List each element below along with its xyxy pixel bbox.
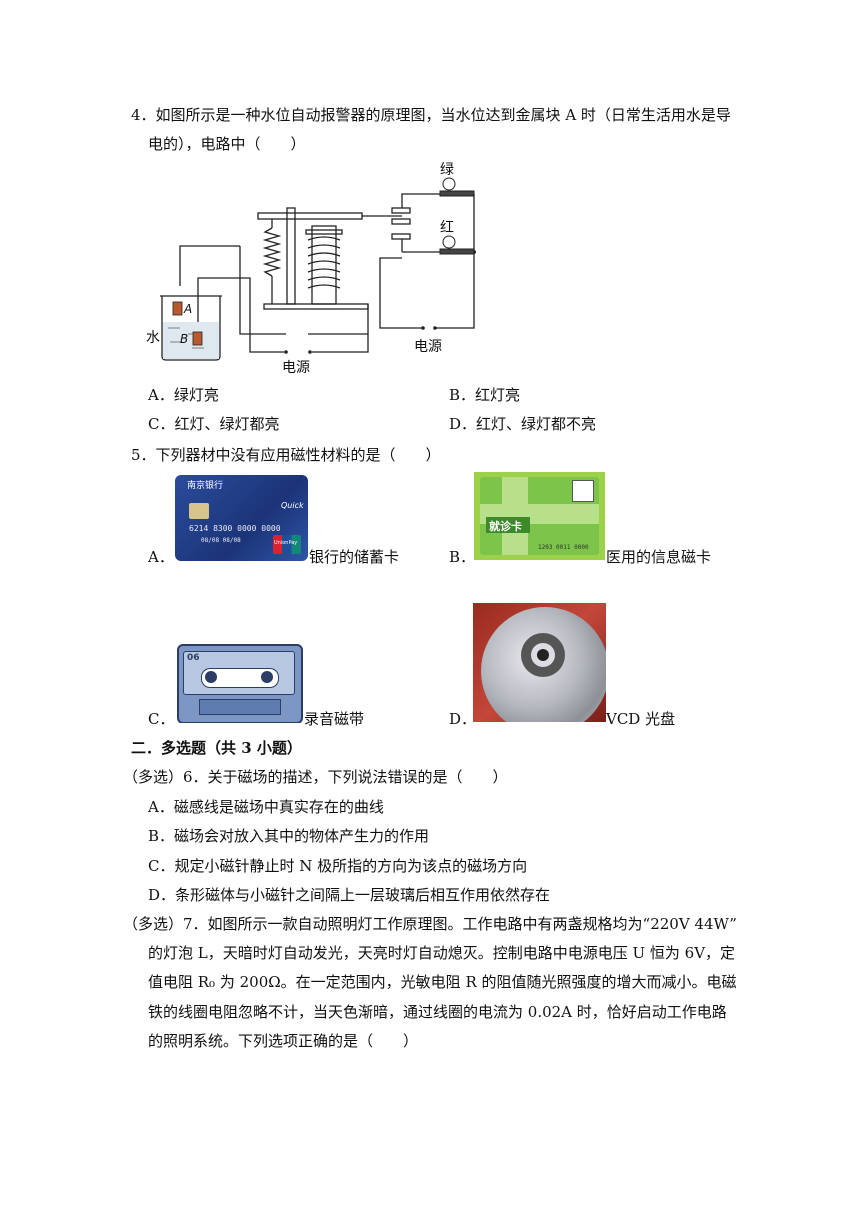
- vcd-disc-image: [473, 603, 606, 722]
- q7-stem-line3: 值电阻 R₀ 为 200Ω。在一定范围内，光敏电阻 R 的阻值随光照强度的增大而…: [148, 973, 737, 991]
- green-lamp-label: 绿: [440, 162, 454, 178]
- q6-option-c: C．规定小磁针静止时 N 极所指的方向为该点的磁场方向: [148, 857, 528, 875]
- q5-option-c-prefix: C．: [148, 710, 175, 728]
- water-level-alarm-diagram: 绿 红 A B 水 电源 电源: [146, 162, 476, 376]
- q4-option-b: B．红灯亮: [449, 386, 521, 404]
- q5-option-b-caption: 医用的信息磁卡: [606, 548, 712, 566]
- q7-stem-line2: 的灯泡 L，天暗时灯自动发光，天亮时灯自动熄灭。控制电路中电源电压 U 恒为 6…: [148, 944, 736, 962]
- q4-stem-line1: 4．如图所示是一种水位自动报警器的原理图，当水位达到金属块 A 时（日常生活用水…: [131, 106, 731, 124]
- section-heading: 二．多选题（共 3 小题）: [131, 739, 302, 757]
- q6-option-a: A．磁感线是磁场中真实存在的曲线: [148, 798, 384, 816]
- q7-stem-line5: 的照明系统。下列选项正确的是（ ）: [148, 1032, 419, 1050]
- q4-stem-line2: 电的），电路中（ ）: [148, 135, 306, 153]
- qr-code-icon: [572, 480, 594, 502]
- q4-option-a: A．绿灯亮: [148, 386, 219, 404]
- chip-icon: [189, 503, 209, 519]
- q7-stem-line4: 铁的线圈电阻忽略不计，当天色渐暗，通过线圈的电流为 0.02A 时，恰好启动工作…: [148, 1003, 727, 1021]
- q5-option-d-prefix: D．: [449, 710, 477, 728]
- q6-option-d: D．条形磁体与小磁针之间隔上一层玻璃后相互作用依然存在: [148, 886, 551, 904]
- block-a-label: A: [183, 302, 192, 316]
- block-b-label: B: [180, 332, 188, 346]
- q5-stem: 5．下列器材中没有应用磁性材料的是（ ）: [131, 446, 441, 464]
- q5-option-a-prefix: A．: [148, 548, 174, 566]
- q5-option-a-caption: 银行的储蓄卡: [309, 548, 400, 566]
- medical-card-number: 1203 0011 0000: [538, 544, 589, 551]
- q4-option-c: C．红灯、绿灯都亮: [148, 415, 280, 433]
- q7-stem-line1: （多选）7．如图所示一款自动照明灯工作原理图。工作电路中有两盏规格均为“220V…: [123, 915, 737, 933]
- quick-pass-logo: Quick: [281, 501, 304, 510]
- q6-stem: （多选）6．关于磁场的描述，下列说法错误的是（ ）: [123, 768, 508, 786]
- medical-card-title: 就诊卡: [489, 520, 522, 533]
- power-label-left: 电源: [282, 360, 310, 376]
- water-label: 水: [146, 330, 160, 346]
- medical-card-image: 就诊卡 1203 0011 0000: [474, 472, 605, 560]
- q5-option-b-prefix: B．: [449, 548, 476, 566]
- tape-label: 06: [187, 653, 200, 663]
- power-label-right: 电源: [414, 339, 442, 355]
- q4-option-d: D．红灯、绿灯都不亮: [449, 415, 597, 433]
- q5-option-d-caption: VCD 光盘: [606, 710, 676, 728]
- bank-name: 南京银行: [187, 481, 224, 491]
- unionpay-logo: UnionPay: [273, 535, 301, 554]
- red-lamp-label: 红: [440, 220, 454, 236]
- card-date: 08/08 08/08: [201, 537, 241, 544]
- bank-card-image: 南京银行 Quick 6214 8300 0000 0000 08/08 08/…: [175, 475, 308, 561]
- q6-option-b: B．磁场会对放入其中的物体产生力的作用: [148, 827, 430, 845]
- cassette-tape-image: 06: [175, 641, 303, 723]
- q5-option-c-caption: 录音磁带: [304, 710, 365, 728]
- card-number: 6214 8300 0000 0000: [189, 524, 281, 533]
